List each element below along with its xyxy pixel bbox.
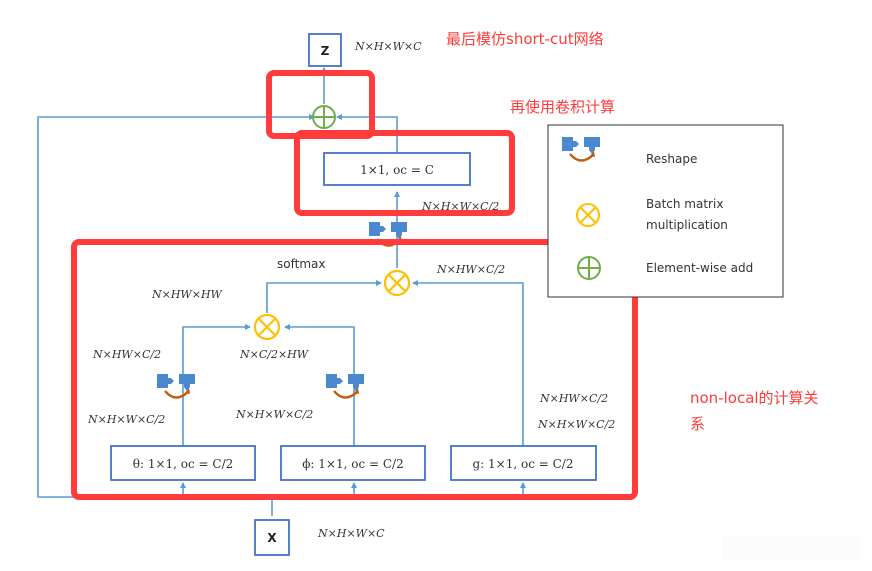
legend-reshape-label: Reshape bbox=[646, 152, 697, 166]
phi-conv-label: ϕ: 1×1, oc = C/2 bbox=[302, 457, 403, 471]
z-shape-label: N×H×W×C bbox=[354, 40, 422, 53]
phi-conv-node: ϕ: 1×1, oc = C/2 bbox=[280, 445, 426, 481]
attn-path bbox=[266, 280, 382, 313]
g-path bbox=[412, 280, 524, 454]
batch-matmul-icon bbox=[253, 313, 281, 341]
legend-matmul-label-2: multiplication bbox=[646, 218, 728, 232]
attn-shape: N×HW×HW bbox=[151, 288, 224, 301]
skip-connection bbox=[37, 114, 315, 498]
legend: Reshape Batch matrix multiplication Elem… bbox=[547, 124, 784, 298]
g-reshaped-shape-right: N×HW×C/2 bbox=[539, 392, 608, 405]
phi-raw-shape: N×H×W×C/2 bbox=[235, 408, 313, 421]
theta-raw-shape: N×H×W×C/2 bbox=[87, 413, 165, 426]
z-box bbox=[308, 33, 342, 67]
out-conv-input-shape: N×H×W×C/2 bbox=[421, 200, 499, 213]
theta-conv-box bbox=[110, 445, 256, 481]
g-conv-box bbox=[450, 445, 597, 481]
x-node: X bbox=[254, 519, 290, 556]
batch-matmul-icon bbox=[576, 203, 600, 227]
z-label: Z bbox=[321, 44, 330, 58]
x-label: X bbox=[267, 531, 277, 545]
conv-highlight bbox=[294, 130, 515, 216]
legend-matmul-label-1: Batch matrix bbox=[646, 197, 723, 211]
legend-add-label: Element-wise add bbox=[646, 261, 753, 275]
reshape-icon bbox=[155, 372, 197, 399]
theta-conv-node: θ: 1×1, oc = C/2 bbox=[110, 445, 256, 481]
batch-matmul-icon bbox=[383, 269, 411, 297]
nonlocal-annotation-line2: 系 bbox=[690, 415, 705, 433]
nonlocal-highlight bbox=[71, 239, 638, 500]
phi-path bbox=[284, 324, 355, 454]
element-add-icon bbox=[312, 105, 336, 129]
nonlocal-annotation-line1: non-local的计算关 bbox=[690, 389, 819, 407]
x-box bbox=[254, 519, 290, 556]
conv-to-add bbox=[336, 114, 398, 160]
phi-conv-box bbox=[280, 445, 426, 481]
element-add-icon bbox=[577, 256, 601, 280]
g-conv-label: g: 1×1, oc = C/2 bbox=[473, 457, 574, 471]
conv-annotation: 再使用卷积计算 bbox=[510, 98, 615, 116]
theta-conv-label: θ: 1×1, oc = C/2 bbox=[133, 457, 234, 471]
x-shape-label: N×H×W×C bbox=[317, 527, 385, 540]
g-raw-shape: N×H×W×C/2 bbox=[537, 418, 615, 431]
output-conv-label: 1×1, oc = C bbox=[360, 163, 434, 177]
reshape-icon bbox=[324, 372, 366, 399]
shortcut-annotation: 最后模仿short-cut网络 bbox=[446, 30, 604, 48]
g-conv-node: g: 1×1, oc = C/2 bbox=[450, 445, 597, 481]
theta-reshaped-shape: N×HW×C/2 bbox=[92, 348, 161, 361]
g-reshaped-shape: N×HW×C/2 bbox=[436, 263, 505, 276]
faint-background-patch bbox=[722, 535, 860, 560]
z-node: Z bbox=[308, 33, 342, 67]
theta-path bbox=[182, 324, 251, 454]
softmax-label: softmax bbox=[277, 257, 325, 271]
output-conv-box bbox=[323, 152, 471, 186]
phi-reshaped-shape: N×C/2×HW bbox=[239, 348, 310, 361]
output-conv-node: 1×1, oc = C bbox=[323, 152, 471, 186]
